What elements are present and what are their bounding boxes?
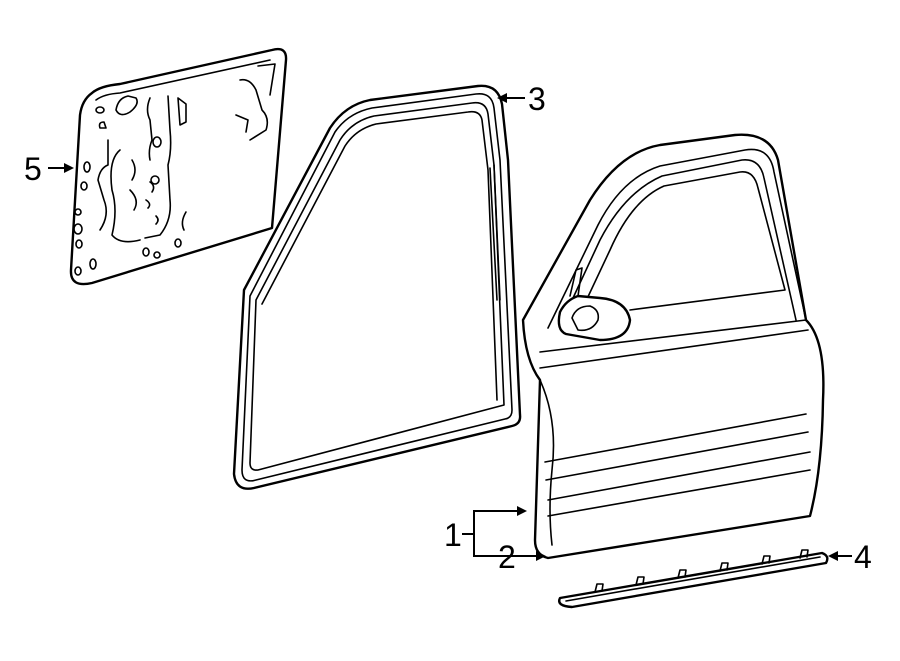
callout-1: 1 bbox=[444, 517, 462, 553]
arrowhead-2 bbox=[536, 551, 546, 561]
arrowhead-1 bbox=[517, 506, 527, 516]
arrowhead-5 bbox=[64, 163, 74, 173]
arrowhead-4 bbox=[828, 551, 838, 561]
callout-3: 3 bbox=[528, 81, 546, 117]
part-molding[interactable] bbox=[558, 549, 829, 609]
callout-2: 2 bbox=[498, 539, 516, 575]
callout-4: 4 bbox=[854, 539, 872, 575]
part-weatherstrip[interactable] bbox=[232, 84, 522, 490]
callout-5: 5 bbox=[24, 151, 42, 187]
arrowhead-3 bbox=[497, 93, 507, 103]
part-door-shell[interactable] bbox=[521, 133, 825, 560]
callout-leaders bbox=[48, 93, 852, 561]
part-water-shield[interactable] bbox=[69, 47, 288, 286]
